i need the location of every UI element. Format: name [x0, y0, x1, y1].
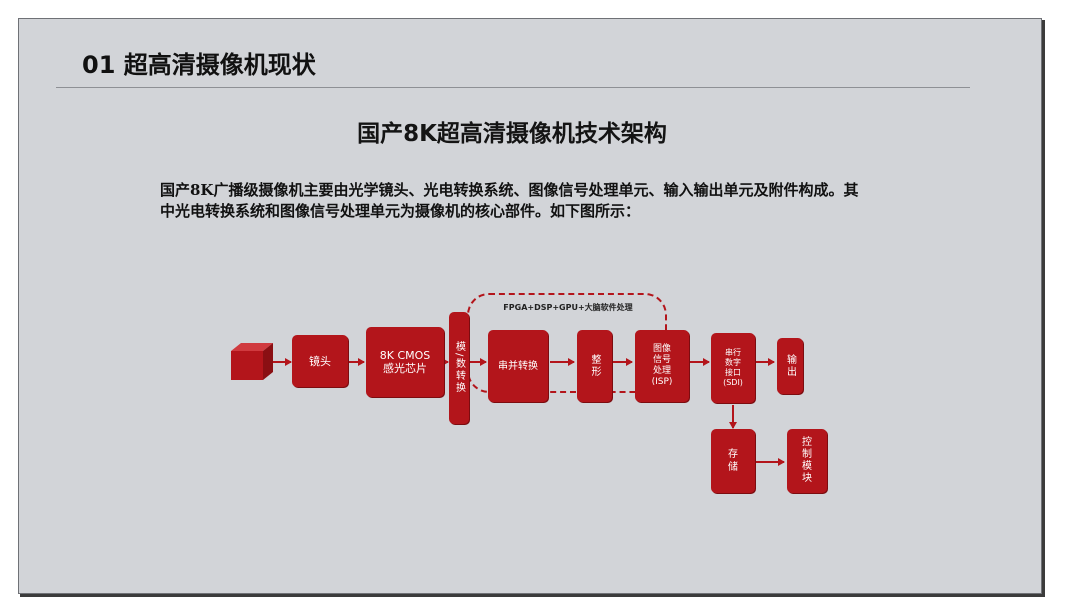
- block-isp: 图像 信号 处理 (ISP): [635, 330, 689, 402]
- block-control-module: 控 制 模 块: [787, 429, 827, 493]
- slide-shadow-bottom: [20, 594, 1045, 597]
- block-8k-cmos-sensor: 8K CMOS 感光芯片: [366, 327, 444, 397]
- slide-shadow-right: [1042, 20, 1045, 596]
- block-serial-parallel: 串并转换: [488, 330, 548, 402]
- block-lens: 镜头: [292, 335, 348, 387]
- block-storage: 存 储: [711, 429, 755, 493]
- processing-group-label: FPGA+DSP+GPU+大脑软件处理: [503, 303, 633, 312]
- main-title: 国产8K超高清摄像机技术架构: [357, 121, 667, 147]
- block-sdi: 串行 数字 接口 (SDI): [711, 333, 755, 403]
- block-shaping: 整形: [577, 330, 612, 402]
- description-text: 国产8K广播级摄像机主要由光学镜头、光电转换系统、图像信号处理单元、输入输出单元…: [160, 181, 859, 220]
- title-divider: [56, 87, 970, 88]
- block-output: 输出: [777, 338, 803, 394]
- section-title: 01 超高清摄像机现状: [82, 51, 316, 79]
- camera-cube-icon: [231, 343, 273, 380]
- slide: [18, 18, 1042, 594]
- block-ad-converter: 模/数转换: [449, 312, 469, 424]
